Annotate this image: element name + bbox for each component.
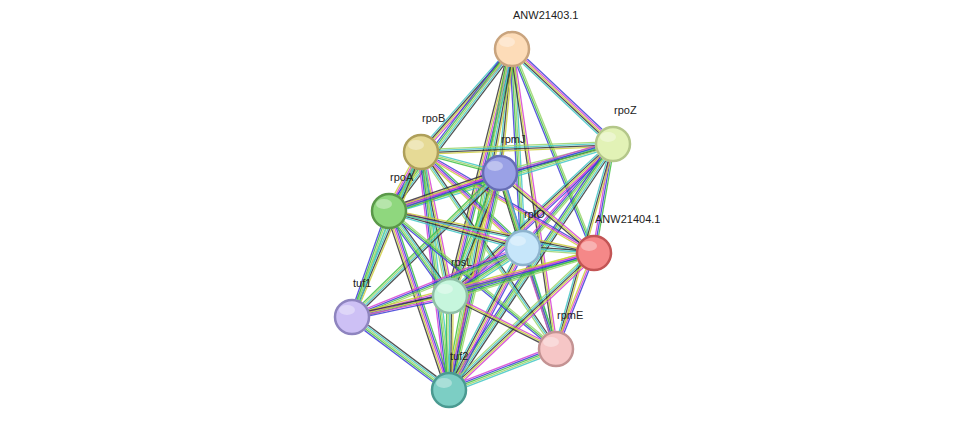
protein-node: rpoA xyxy=(371,193,407,229)
node-circle xyxy=(403,134,439,170)
evidence-line xyxy=(466,304,540,341)
protein-node: rpmJ xyxy=(482,155,518,191)
protein-node: ANW21403.1 xyxy=(494,31,530,67)
evidence-line xyxy=(526,60,601,130)
node-label: rpoZ xyxy=(614,104,637,117)
node-circle xyxy=(494,31,530,67)
evidence-line xyxy=(407,213,577,248)
protein-node: rpmE xyxy=(538,331,574,367)
evidence-line xyxy=(467,358,540,386)
node-circle xyxy=(505,230,541,266)
node-circle xyxy=(538,331,574,367)
evidence-line xyxy=(369,299,432,312)
node-circle xyxy=(431,372,467,408)
interaction-edge xyxy=(465,303,540,343)
evidence-line xyxy=(465,305,539,342)
interaction-edge xyxy=(364,325,436,381)
protein-node: rpoB xyxy=(403,134,439,170)
node-label: rpmE xyxy=(557,309,583,322)
protein-node: tuf1 xyxy=(334,299,370,335)
node-label: tuf2 xyxy=(450,350,468,363)
node-circle xyxy=(371,193,407,229)
evidence-line xyxy=(360,229,385,301)
interaction-edge xyxy=(369,297,433,315)
evidence-line xyxy=(449,314,451,372)
evidence-line xyxy=(431,61,498,137)
node-label: rpoA xyxy=(390,171,413,184)
evidence-line xyxy=(466,355,539,383)
node-label: ANW21404.1 xyxy=(595,213,660,226)
protein-node: ANW21404.1 xyxy=(576,235,612,271)
evidence-line xyxy=(365,329,433,380)
evidence-line xyxy=(541,251,576,253)
evidence-line xyxy=(524,62,599,132)
interaction-edge xyxy=(446,314,453,372)
evidence-line xyxy=(466,357,539,385)
evidence-line xyxy=(467,303,541,340)
evidence-line xyxy=(367,327,435,378)
node-label: rpoB xyxy=(422,112,445,125)
evidence-line xyxy=(447,314,449,372)
node-label: tuf1 xyxy=(353,277,371,290)
evidence-line xyxy=(369,297,432,310)
evidence-line xyxy=(407,180,484,206)
interaction-edge xyxy=(523,59,602,134)
evidence-line xyxy=(407,182,484,208)
node-circle xyxy=(595,126,631,162)
evidence-line xyxy=(439,146,595,153)
node-label: ANW21403.1 xyxy=(513,9,578,22)
protein-node: rpsL xyxy=(432,278,468,314)
evidence-line xyxy=(364,330,432,381)
interaction-edge xyxy=(465,352,541,386)
evidence-line xyxy=(452,314,454,372)
evidence-line xyxy=(370,301,433,314)
evidence-line xyxy=(359,228,384,300)
evidence-line xyxy=(366,328,434,379)
node-circle xyxy=(432,278,468,314)
protein-node: tuf2 xyxy=(431,372,467,408)
node-label: rplO xyxy=(524,208,545,221)
evidence-line xyxy=(465,352,538,380)
interaction-edge xyxy=(406,213,507,245)
evidence-line xyxy=(368,325,436,376)
interaction-edge xyxy=(406,213,576,251)
node-circle xyxy=(576,235,612,271)
evidence-line xyxy=(465,354,538,382)
evidence-line xyxy=(449,66,505,372)
evidence-line xyxy=(450,314,452,372)
interaction-edge xyxy=(356,227,386,301)
protein-node: rplO xyxy=(505,230,541,266)
node-circle xyxy=(334,299,370,335)
node-circle xyxy=(482,155,518,191)
evidence-line xyxy=(370,258,577,313)
protein-node: rpoZ xyxy=(595,126,631,162)
node-label: rpsL xyxy=(451,256,472,269)
evidence-line xyxy=(525,61,600,131)
evidence-line xyxy=(445,314,447,372)
interaction-edge xyxy=(541,248,576,254)
node-label: rpmJ xyxy=(501,133,525,146)
